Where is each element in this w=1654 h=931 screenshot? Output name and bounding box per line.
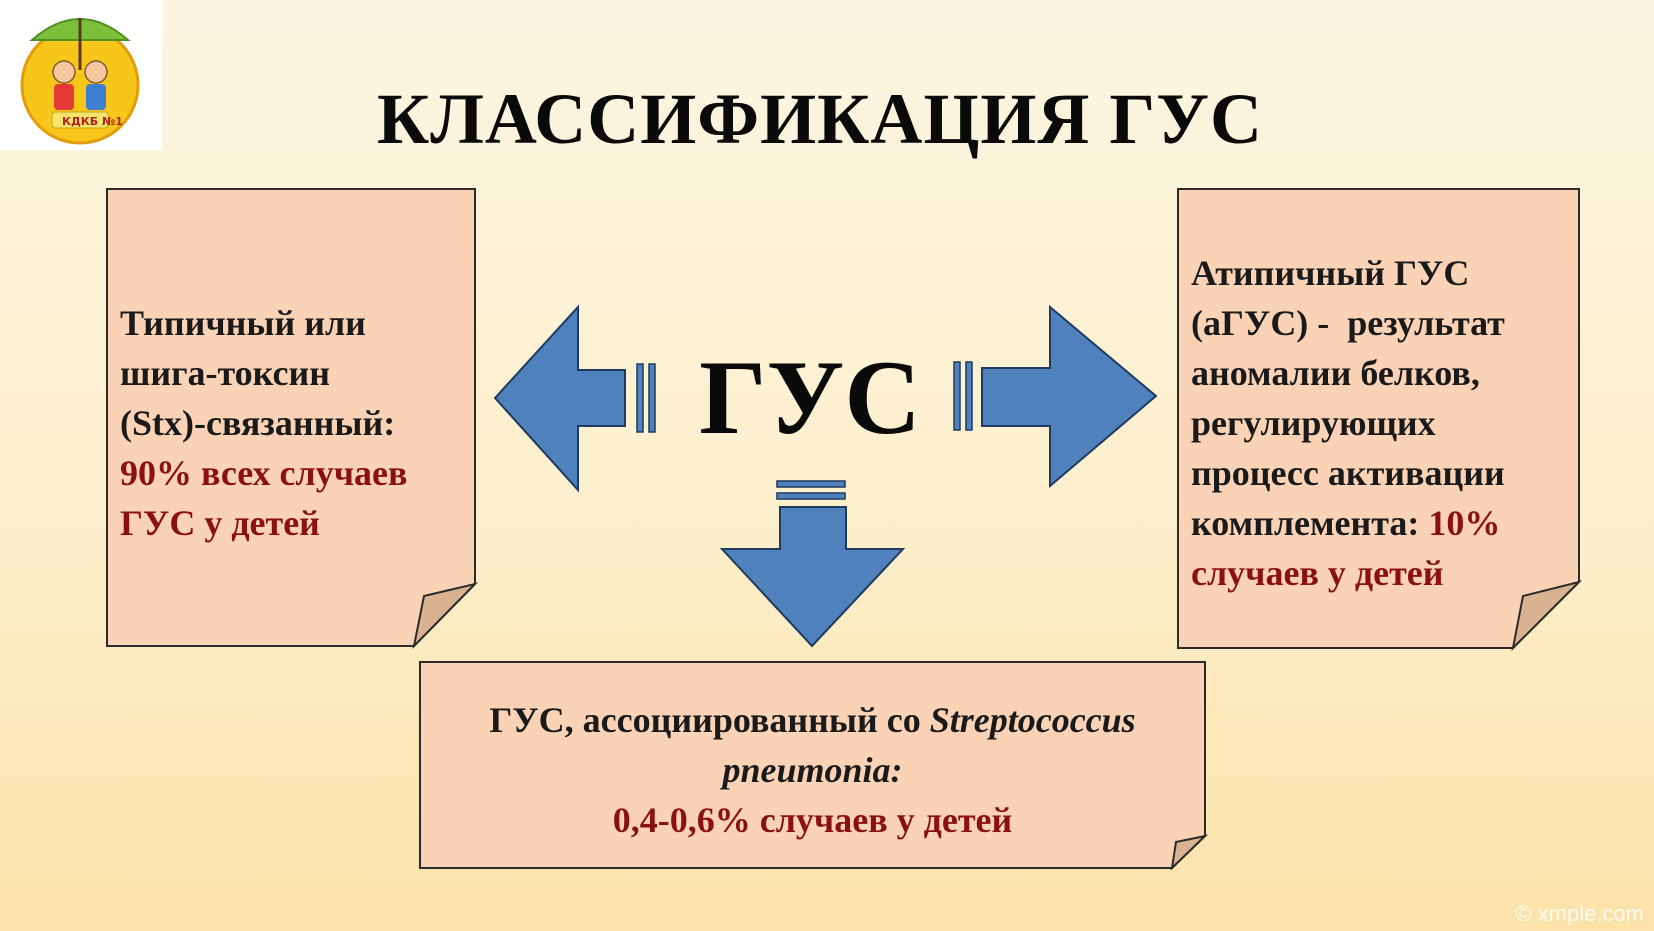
left-note-card: [106, 188, 479, 650]
right-note-text: Атипичный ГУС (аГУС) - результат аномали…: [1191, 248, 1576, 598]
logo-text: КДКБ №1: [62, 115, 123, 128]
left-note-highlight: 90% всех случаев: [120, 453, 408, 493]
right-note-line: процесс активации: [1191, 453, 1505, 493]
left-note-highlight: ГУС у детей: [120, 503, 320, 543]
center-label: ГУС: [699, 339, 921, 456]
right-note-line: комплемента: 10%: [1191, 498, 1576, 548]
bottom-note-card: [419, 661, 1209, 871]
right-note-line: аномалии белков,: [1191, 353, 1480, 393]
right-note-text-part: комплемента:: [1191, 503, 1429, 543]
right-note-card: [1177, 188, 1583, 652]
logo: [0, 0, 162, 150]
right-note-highlight: случаев у детей: [1191, 553, 1444, 593]
left-note-line: шига-токсин: [120, 353, 330, 393]
bottom-note-italic: Streptococcus: [929, 700, 1136, 740]
bottom-note-italic: pneumonia:: [722, 750, 903, 790]
logo-emblem-icon: [20, 18, 140, 145]
bottom-note-line: ГУС, ассоциированный со Streptococcus: [420, 695, 1205, 745]
down-arrow-icon: [719, 480, 906, 648]
watermark: © xmple.com: [1515, 901, 1644, 926]
bottom-note-text: ГУС, ассоциированный со Streptococcus pn…: [420, 695, 1205, 845]
right-note-line: регулирующих: [1191, 403, 1436, 443]
left-arrow-icon: [493, 304, 656, 493]
left-note-line: Типичный или: [120, 303, 366, 343]
right-note-line: Атипичный ГУС: [1191, 253, 1470, 293]
bottom-note-highlight: 0,4-0,6% случаев у детей: [612, 800, 1013, 840]
bottom-note-text-part: ГУС, ассоциированный со: [489, 700, 930, 740]
left-note-text: Типичный или шига-токсин (Stx)-связанный…: [120, 298, 470, 548]
right-note-line: (аГУС) - результат: [1191, 303, 1505, 343]
slide-title: КЛАССИФИКАЦИЯ ГУС: [377, 79, 1263, 159]
right-arrow-icon: [953, 304, 1158, 489]
left-note-line: (Stx)-связанный:: [120, 403, 396, 443]
right-note-highlight: 10%: [1428, 503, 1501, 543]
